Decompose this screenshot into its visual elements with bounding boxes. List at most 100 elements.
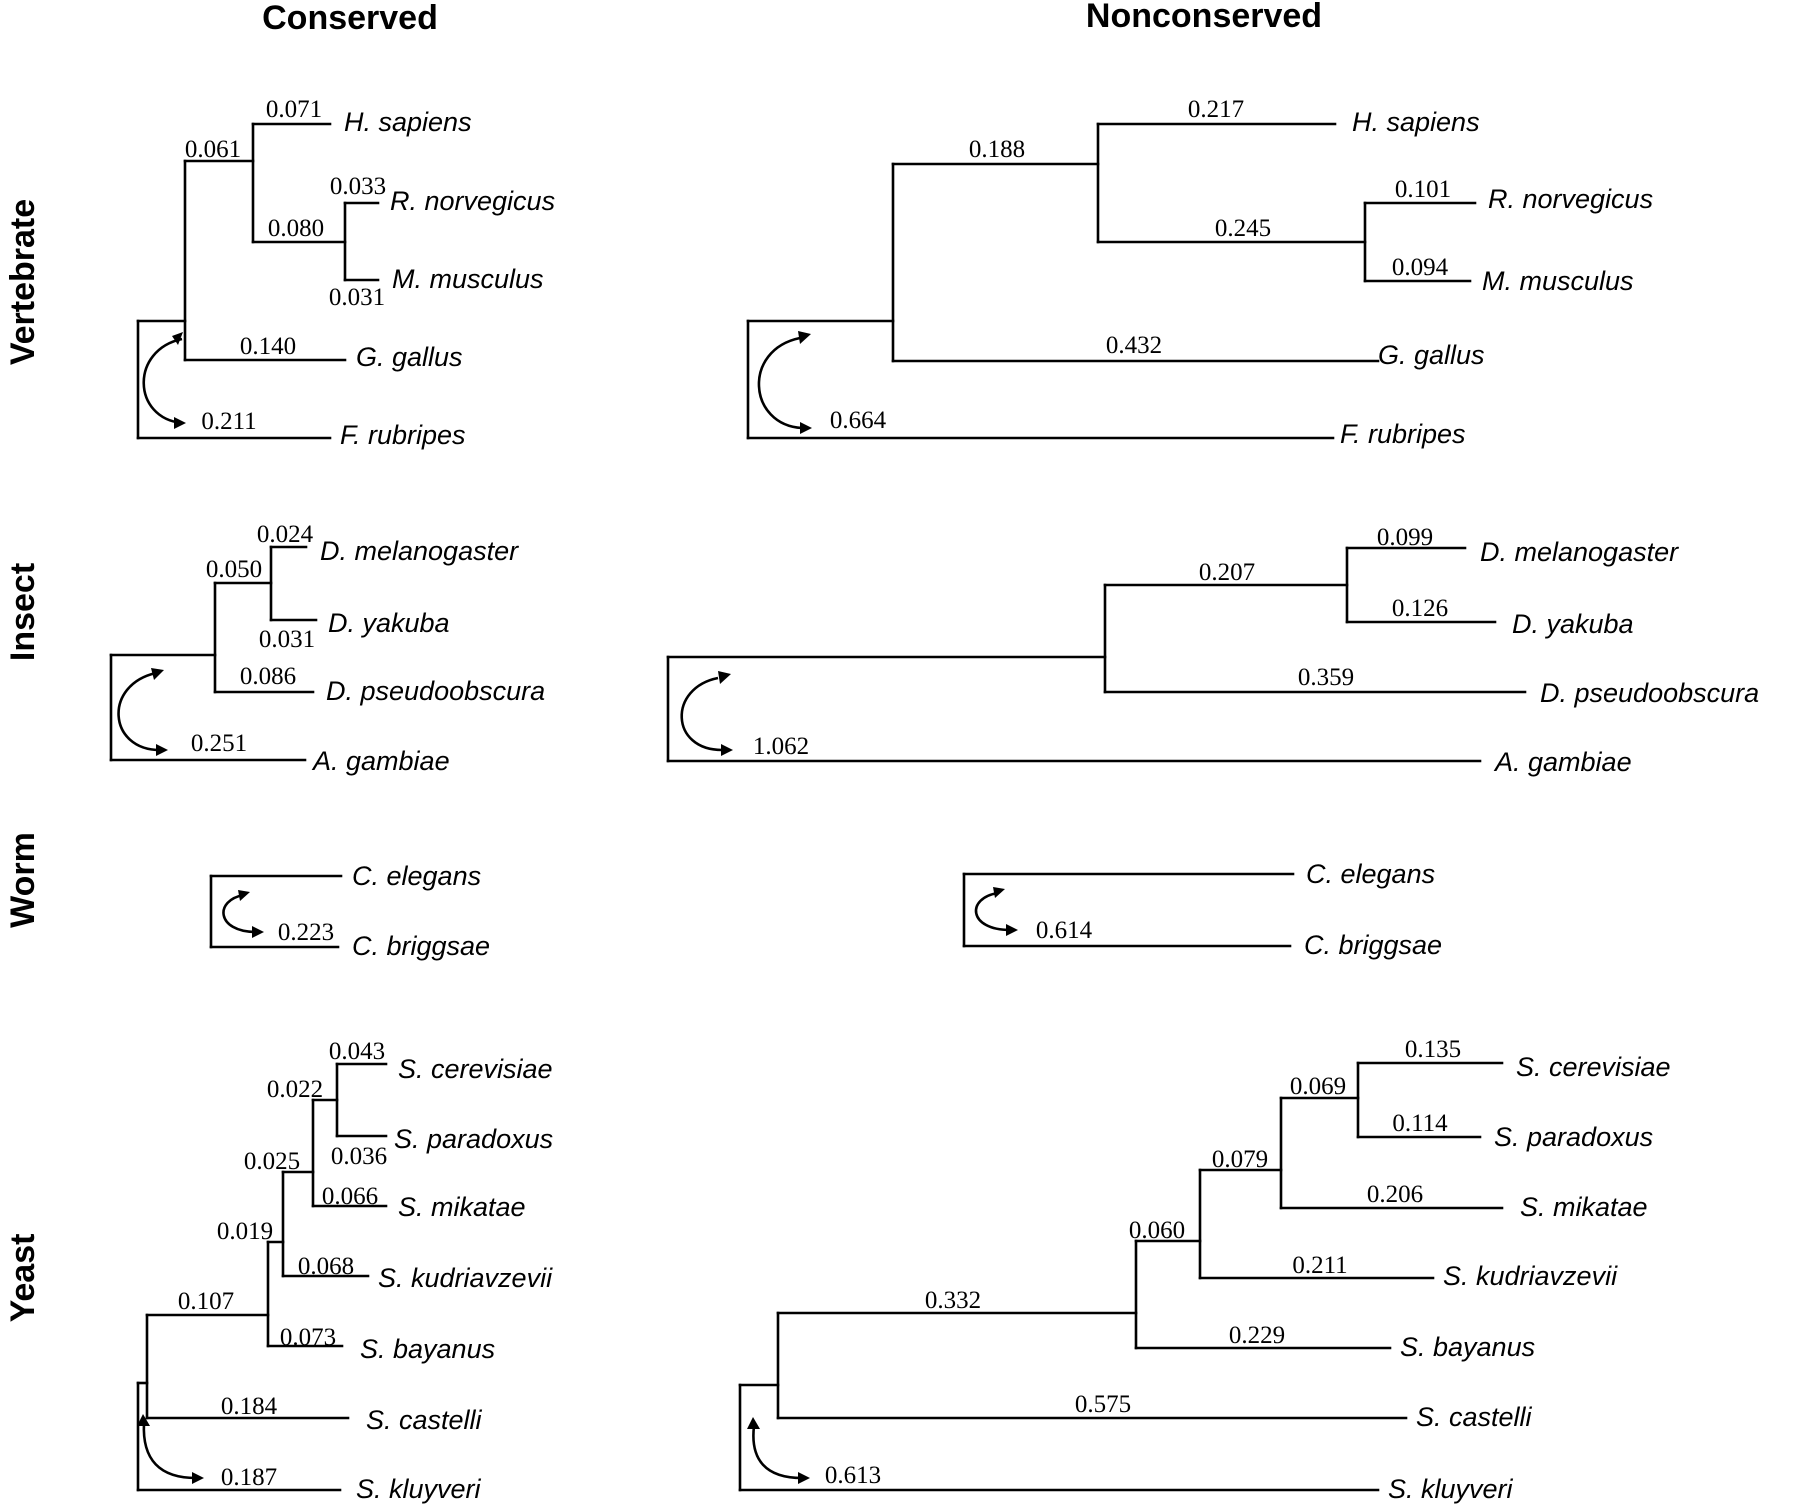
branch-length: 0.251 bbox=[191, 730, 247, 757]
taxon-label: S. kudriavzevii bbox=[378, 1263, 553, 1293]
taxon-label: S. castelli bbox=[1416, 1402, 1533, 1432]
branch-length: 0.211 bbox=[1292, 1252, 1347, 1279]
taxon-label: A. gambiae bbox=[311, 746, 450, 776]
taxon-label: S. paradoxus bbox=[1494, 1122, 1653, 1152]
rotation-arrow bbox=[680, 676, 723, 752]
row-label-yeast: Yeast bbox=[4, 1234, 42, 1323]
branch-length: 0.061 bbox=[185, 136, 241, 163]
taxon-label: S. bayanus bbox=[1400, 1332, 1535, 1362]
taxon-label: M. musculus bbox=[392, 264, 544, 294]
taxon-label: F. rubripes bbox=[1340, 419, 1466, 449]
column-title-nonconserved: Nonconserved bbox=[1086, 0, 1322, 35]
tree-worm-conserved: 0.223 C. elegans C. briggsae bbox=[209, 861, 490, 961]
tree-vertebrate-conserved: 0.071 0.061 0.033 0.080 0.031 0.140 0.21… bbox=[136, 96, 555, 450]
rotation-arrow bbox=[222, 893, 257, 934]
taxon-label: G. gallus bbox=[356, 342, 463, 372]
taxon-label: C. elegans bbox=[1306, 859, 1435, 889]
taxon-label: S. kudriavzevii bbox=[1443, 1261, 1618, 1291]
taxon-label: S. castelli bbox=[366, 1405, 483, 1435]
branch-length: 0.060 bbox=[1129, 1217, 1185, 1244]
taxon-label: C. elegans bbox=[352, 861, 481, 891]
branch-length: 0.024 bbox=[257, 521, 314, 548]
branch-length: 0.229 bbox=[1229, 1322, 1285, 1349]
branch-length: 0.575 bbox=[1075, 1391, 1131, 1418]
branch-length: 0.094 bbox=[1392, 254, 1449, 281]
taxon-label: S. bayanus bbox=[360, 1334, 495, 1364]
branch-length: 0.101 bbox=[1395, 176, 1451, 203]
tree-vertebrate-nonconserved: 0.217 0.188 0.101 0.245 0.094 0.432 0.66… bbox=[746, 96, 1653, 449]
branch-length: 0.036 bbox=[331, 1143, 387, 1170]
branch-length: 0.071 bbox=[266, 96, 322, 123]
taxon-label: C. briggsae bbox=[1304, 930, 1442, 960]
branch-length: 0.613 bbox=[825, 1462, 881, 1489]
rotation-arrow bbox=[974, 891, 1011, 932]
branch-length: 0.114 bbox=[1392, 1110, 1448, 1137]
rotation-arrow bbox=[142, 1422, 197, 1480]
branch-length: 0.050 bbox=[206, 556, 262, 583]
taxon-label: S. kluyveri bbox=[356, 1474, 482, 1504]
branch-length: 0.140 bbox=[240, 333, 296, 360]
tree-insect-nonconserved: 0.099 0.207 0.126 0.359 1.062 D. melanog… bbox=[666, 524, 1759, 777]
branch-length: 0.206 bbox=[1367, 1181, 1423, 1208]
branch-length: 0.068 bbox=[298, 1253, 354, 1280]
branch-length: 0.069 bbox=[1290, 1073, 1346, 1100]
branch-length: 0.099 bbox=[1377, 524, 1433, 551]
rotation-arrow bbox=[117, 671, 161, 752]
branch-length: 0.332 bbox=[925, 1287, 981, 1314]
branch-length: 0.245 bbox=[1215, 215, 1271, 242]
tree-worm-nonconserved: 0.614 C. elegans C. briggsae bbox=[962, 859, 1442, 960]
taxon-label: D. pseudoobscura bbox=[1540, 678, 1759, 708]
branch-length: 0.033 bbox=[330, 173, 386, 200]
taxon-label: R. norvegicus bbox=[390, 186, 555, 216]
taxon-label: S. mikatae bbox=[398, 1192, 526, 1222]
branch-length: 0.031 bbox=[329, 284, 385, 311]
column-title-conserved: Conserved bbox=[262, 0, 438, 37]
branch-length: 0.614 bbox=[1036, 917, 1093, 944]
taxon-label: S. paradoxus bbox=[394, 1124, 553, 1154]
branch-length: 0.031 bbox=[259, 626, 315, 653]
branch-length: 0.135 bbox=[1405, 1036, 1461, 1063]
branch-length: 0.066 bbox=[322, 1183, 378, 1210]
branch-length: 0.080 bbox=[268, 215, 324, 242]
row-label-insect: Insect bbox=[4, 563, 42, 661]
branch-length: 0.664 bbox=[830, 407, 887, 434]
branch-length: 0.073 bbox=[280, 1324, 336, 1351]
tree-yeast-conserved: 0.043 0.022 0.036 0.025 0.066 0.019 0.06… bbox=[136, 1038, 553, 1504]
taxon-label: C. briggsae bbox=[352, 931, 490, 961]
branch-length: 0.022 bbox=[267, 1076, 323, 1103]
branch-length: 0.187 bbox=[221, 1464, 277, 1491]
branch-length: 0.019 bbox=[217, 1218, 273, 1245]
taxon-label: M. musculus bbox=[1482, 266, 1634, 296]
taxon-label: D. yakuba bbox=[1512, 609, 1634, 639]
taxon-label: D. melanogaster bbox=[1480, 537, 1679, 567]
taxon-label: H. sapiens bbox=[1352, 107, 1480, 137]
branch-length: 0.086 bbox=[240, 663, 296, 690]
branch-length: 0.211 bbox=[201, 408, 256, 435]
branch-length: 0.207 bbox=[1199, 559, 1255, 586]
branch-length: 0.126 bbox=[1392, 595, 1448, 622]
row-label-worm: Worm bbox=[4, 832, 42, 928]
branch-length: 0.184 bbox=[221, 1393, 278, 1420]
taxon-label: S. cerevisiae bbox=[1516, 1052, 1671, 1082]
taxon-label: H. sapiens bbox=[344, 107, 472, 137]
taxon-label: S. kluyveri bbox=[1388, 1474, 1514, 1504]
branch-length: 0.079 bbox=[1212, 1146, 1268, 1173]
taxon-label: G. gallus bbox=[1378, 340, 1485, 370]
branch-length: 0.223 bbox=[278, 919, 334, 946]
rotation-arrow bbox=[757, 336, 803, 430]
branch-length: 0.025 bbox=[244, 1148, 300, 1175]
taxon-label: D. melanogaster bbox=[320, 536, 519, 566]
taxon-label: F. rubripes bbox=[340, 420, 466, 450]
taxon-label: R. norvegicus bbox=[1488, 184, 1653, 214]
branch-length: 0.217 bbox=[1188, 96, 1244, 123]
branch-length: 0.432 bbox=[1106, 332, 1162, 359]
taxon-label: D. yakuba bbox=[328, 608, 450, 638]
taxon-label: S. mikatae bbox=[1520, 1192, 1648, 1222]
branch-length: 1.062 bbox=[753, 733, 809, 760]
branch-length: 0.043 bbox=[329, 1038, 385, 1065]
tree-insect-conserved: 0.024 0.050 0.031 0.086 0.251 D. melanog… bbox=[109, 521, 545, 776]
tree-yeast-nonconserved: 0.135 0.069 0.114 0.079 0.206 0.060 0.21… bbox=[738, 1036, 1671, 1504]
taxon-label: A. gambiae bbox=[1493, 747, 1632, 777]
taxon-label: S. cerevisiae bbox=[398, 1054, 553, 1084]
